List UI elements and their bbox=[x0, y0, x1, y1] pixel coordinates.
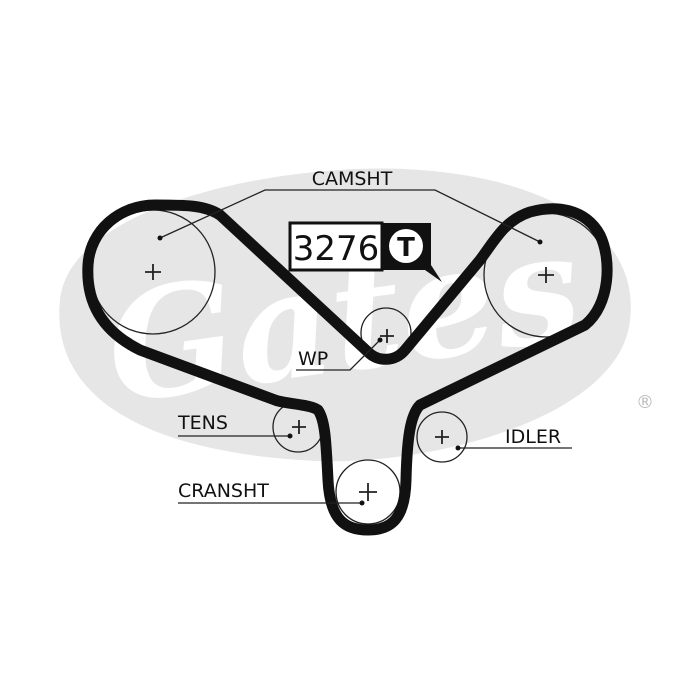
idler-pulley bbox=[416, 411, 468, 463]
idler-label: IDLER bbox=[505, 426, 561, 448]
camshaft-label: CAMSHT bbox=[312, 168, 393, 190]
part-number-badge: 3276 T bbox=[288, 221, 442, 282]
tensioner-label: TENS bbox=[177, 412, 228, 434]
registered-mark: ® bbox=[636, 392, 654, 413]
center-marks bbox=[145, 264, 554, 501]
crankshaft-label: CRANSHT bbox=[178, 480, 269, 502]
water-pump-label: WP bbox=[298, 348, 328, 370]
leader-lines bbox=[159, 189, 572, 504]
badge-letter: T bbox=[397, 233, 415, 263]
timing-belt bbox=[82, 199, 613, 536]
part-number: 3276 bbox=[293, 229, 380, 269]
